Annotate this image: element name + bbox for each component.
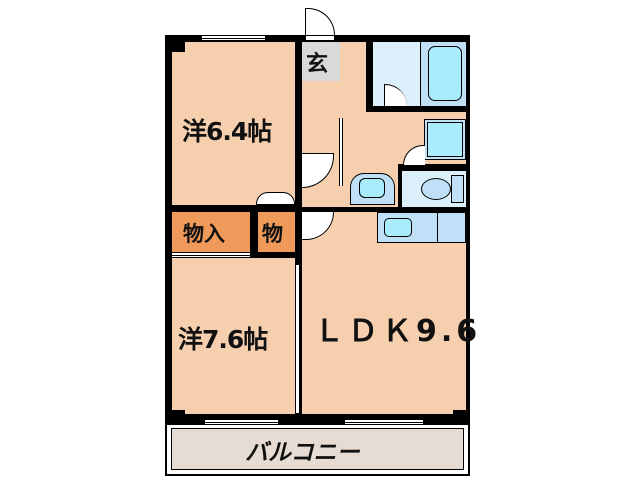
entrance-door[interactable] bbox=[305, 8, 335, 35]
washbasin-bowl bbox=[427, 122, 463, 157]
corner-pillar bbox=[165, 35, 185, 52]
closet-1-label: 物入 bbox=[183, 222, 225, 246]
toilet-icon bbox=[421, 178, 451, 200]
corner-pillar bbox=[165, 410, 185, 425]
entrance bbox=[302, 42, 340, 81]
sliding-partition[interactable] bbox=[295, 265, 300, 413]
kitchen-divider bbox=[437, 212, 438, 243]
balcony-floor bbox=[171, 428, 464, 470]
western-room-2-label: 洋7.6帖 bbox=[178, 325, 268, 354]
ldk-label: ＬＤＫ9.6 bbox=[314, 314, 482, 349]
western-room-1-label: 洋6.4帖 bbox=[182, 117, 272, 146]
sliding-door bbox=[339, 118, 343, 186]
washing-machine-drum bbox=[359, 178, 385, 198]
balcony-label: バルコニー bbox=[245, 440, 360, 466]
closet-2 bbox=[258, 212, 295, 252]
window-top bbox=[202, 35, 265, 41]
closet-2-label: 物 bbox=[262, 222, 283, 246]
toilet-tank bbox=[451, 175, 464, 203]
ldk bbox=[302, 212, 466, 414]
entrance-label: 玄 bbox=[306, 52, 329, 77]
closet-1-sliding-door[interactable] bbox=[172, 252, 250, 258]
entrance-door-sill bbox=[305, 35, 335, 41]
window-bedroom-2 bbox=[205, 419, 278, 425]
closet-2-door[interactable] bbox=[256, 192, 295, 205]
western-room-1 bbox=[172, 42, 295, 205]
western-room-2 bbox=[172, 258, 295, 414]
window-ldk bbox=[345, 419, 423, 425]
closet-1 bbox=[172, 212, 250, 252]
bathtub-icon bbox=[428, 46, 462, 101]
kitchen-sink-icon bbox=[384, 218, 412, 237]
corner-pillar bbox=[453, 410, 470, 425]
